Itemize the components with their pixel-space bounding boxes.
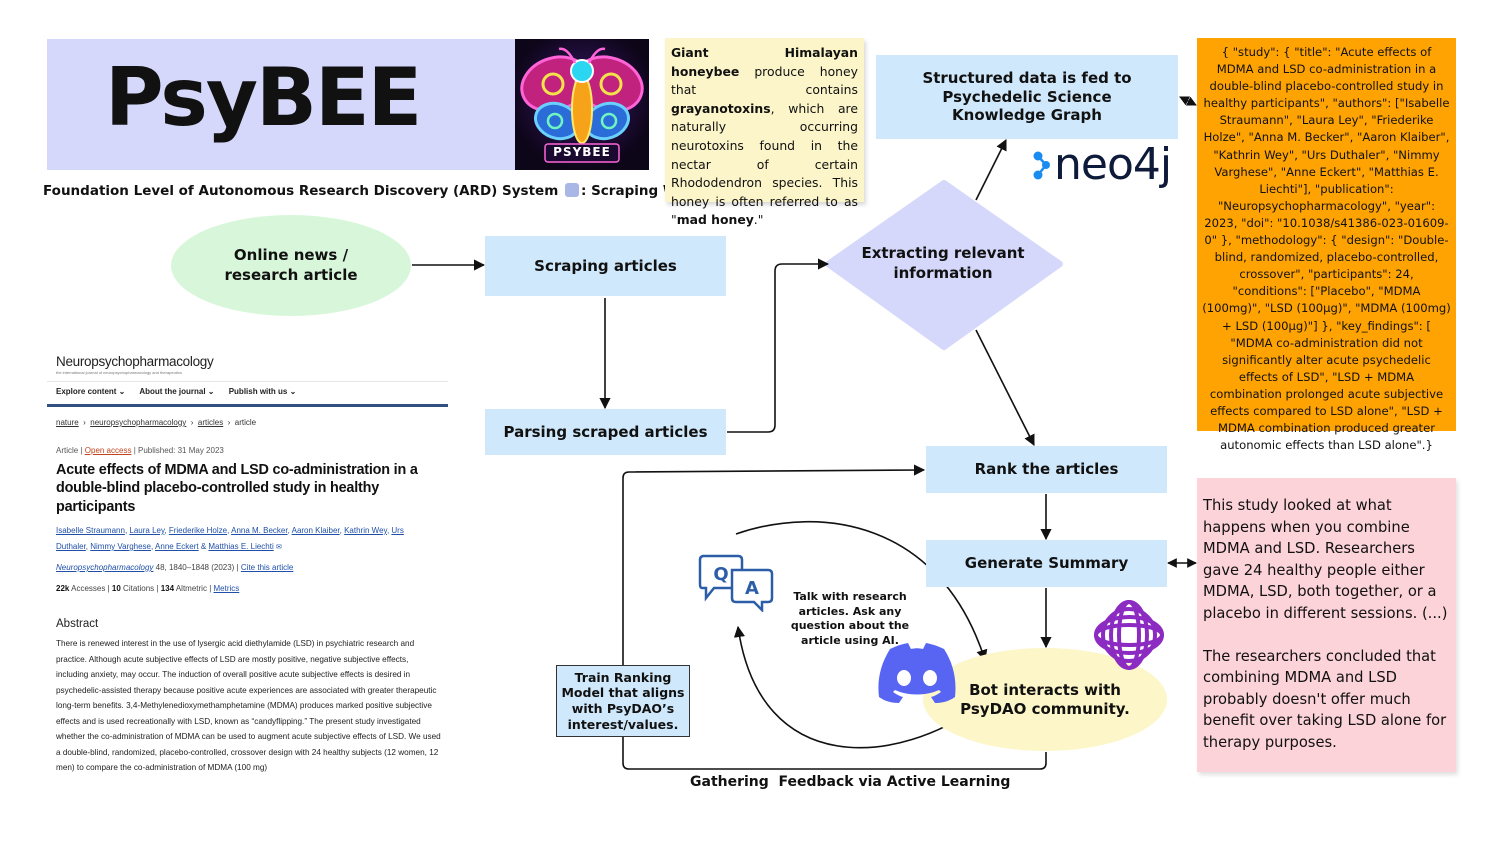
accesses-label: Accesses <box>71 584 106 593</box>
honey-text-3: ." <box>753 212 764 228</box>
nav-publish[interactable]: Publish with us ⌄ <box>228 387 297 396</box>
honey-sticky-note: Giant Himalayan honeybee produce honey t… <box>665 38 864 227</box>
breadcrumb-articles[interactable]: articles <box>197 418 224 427</box>
accesses-count: 22k <box>56 584 70 593</box>
metrics-link[interactable]: Metrics <box>213 584 240 593</box>
nav-rule <box>47 404 448 407</box>
neo4j-logo: neo4j <box>1032 139 1172 190</box>
summary-paragraph-2: The researchers concluded that combining… <box>1203 647 1447 751</box>
svg-text:A: A <box>745 578 759 599</box>
node-structured-data: Structured data is fed to Psychedelic Sc… <box>876 55 1178 139</box>
author-link[interactable]: Laura Ley <box>129 526 165 535</box>
author-link[interactable]: Anne Eckert <box>155 542 199 551</box>
abstract-text: There is renewed interest in the use of … <box>56 639 441 772</box>
article-type: Article <box>56 446 79 455</box>
open-access-link[interactable]: Open access <box>84 446 132 455</box>
cite-this-article-link[interactable]: Cite this article <box>240 563 294 572</box>
author-link[interactable]: Friederike Holze <box>168 526 228 535</box>
citations-label: Citations <box>123 584 155 593</box>
arrow-talk-to-bot <box>735 520 988 662</box>
page-subtitle: Foundation Level of Autonomous Research … <box>43 183 696 199</box>
graph-nodes-icon <box>1033 151 1050 180</box>
breadcrumb: nature › neuropsychopharmacology › artic… <box>56 418 257 427</box>
breadcrumb-article: article <box>234 418 257 427</box>
arrow-extract-to-rank <box>975 329 1035 447</box>
bee-icon <box>515 39 649 170</box>
honey-text-1: produce honey that contains <box>671 63 858 98</box>
arrow-extract-to-structured <box>975 138 1007 201</box>
author-link[interactable]: Anna M. Becker <box>231 526 288 535</box>
published-date: Published: 31 May 2023 <box>138 446 224 455</box>
title-banner <box>47 39 515 170</box>
summary-paragraph-1: This study looked at what happens when y… <box>1203 497 1448 622</box>
article-headline: Acute effects of MDMA and LSD co-adminis… <box>56 462 418 515</box>
psybee-logo: PSYBEE <box>515 39 649 170</box>
author-link[interactable]: Kathrin Wey <box>344 526 387 535</box>
author-link[interactable]: Matthias E. Liechti <box>208 542 274 551</box>
json-extraction-note: { "study": { "title": "Acute effects of … <box>1197 38 1456 452</box>
abstract-heading: Abstract <box>56 618 99 630</box>
subtitle-main: Foundation Level of Autonomous Research … <box>43 183 559 199</box>
citation-volume: 48, 1840–1848 (2023) <box>153 563 235 572</box>
node-extracting-information: Extracting relevant information <box>861 244 1025 282</box>
node-online-article: Online news / research article <box>171 215 411 316</box>
node-train-ranking-model: Train Ranking Model that aligns with Psy… <box>556 665 690 737</box>
robot-icon <box>564 183 579 197</box>
article-screenshot: Neuropsychopharmacology the internationa… <box>47 346 448 792</box>
journal-tagline: the international journal of neuropsycho… <box>56 370 182 375</box>
node-generate-summary: Generate Summary <box>926 540 1167 587</box>
article-meta: Article | Open access | Published: 31 Ma… <box>56 446 224 455</box>
author-link[interactable]: Urs Duthaler <box>56 526 404 551</box>
interlocking-rings-icon <box>1094 600 1164 670</box>
journal-nav: Explore content ⌄ About the journal ⌄ Pu… <box>56 387 308 396</box>
author-link[interactable]: Nimmy Varghese <box>90 542 152 551</box>
logo-wordmark: PSYBEE <box>553 145 611 159</box>
node-scraping-articles: Scraping articles <box>485 236 726 296</box>
honey-bold-2: grayanotoxins <box>671 100 771 116</box>
article-metrics: 22k Accesses | 10 Citations | 134 Altmet… <box>56 584 240 593</box>
honey-text-2: , which are naturally occurring neurotox… <box>671 100 858 228</box>
page-title: PsyBEE <box>105 51 422 144</box>
qa-chat-icon: Q A <box>698 554 774 612</box>
neo4j-wordmark: neo4j <box>1054 139 1172 190</box>
citations-count: 10 <box>111 584 121 593</box>
nav-divider <box>47 381 448 382</box>
node-rank-articles: Rank the articles <box>926 446 1167 493</box>
honey-bold-3: mad honey <box>676 212 754 228</box>
breadcrumb-journal[interactable]: neuropsychopharmacology <box>90 418 187 427</box>
nav-about-journal[interactable]: About the journal ⌄ <box>139 387 215 396</box>
talk-with-articles-label: Talk with research articles. Ask any que… <box>790 590 910 647</box>
altmetric-count: 134 <box>160 584 175 593</box>
citation-journal-link[interactable]: Neuropsychopharmacology <box>56 563 154 572</box>
breadcrumb-nature[interactable]: nature <box>56 418 79 427</box>
email-icon: ✉ <box>276 544 282 551</box>
node-parsing-articles: Parsing scraped articles <box>485 409 726 455</box>
altmetric-label: Altmetric <box>175 584 207 593</box>
feedback-loop-label: Gathering Feedback via Active Learning <box>690 774 1011 790</box>
author-link[interactable]: Isabelle Straumann <box>56 526 125 535</box>
arrow-parsing-to-extract <box>727 258 830 433</box>
honey-bold-1: Giant Himalayan honeybee <box>671 45 858 79</box>
summary-sticky-note: This study looked at what happens when y… <box>1197 478 1456 772</box>
article-authors: Isabelle Straumann, Laura Ley, Friederik… <box>56 526 404 551</box>
discord-icon <box>878 643 956 703</box>
author-link[interactable]: Aaron Klaiber <box>291 526 340 535</box>
svg-text:Q: Q <box>713 564 728 585</box>
arrow-feedback-loop <box>622 464 1047 770</box>
extract-diamond <box>825 180 1063 350</box>
arrow-structured-json <box>1179 96 1197 106</box>
nav-explore-content[interactable]: Explore content ⌄ <box>56 387 126 396</box>
citation-line: Neuropsychopharmacology 48, 1840–1848 (2… <box>56 563 294 572</box>
journal-name: Neuropsychopharmacology <box>56 354 214 369</box>
